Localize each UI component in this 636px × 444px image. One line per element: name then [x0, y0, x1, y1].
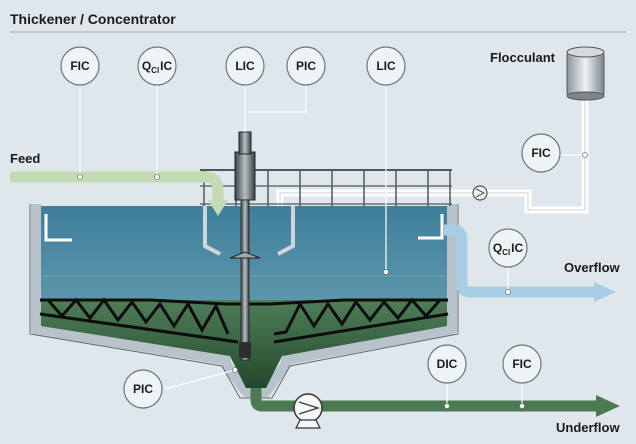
feed-arrow [208, 200, 228, 216]
qcl-feed-tail: IC [160, 59, 172, 73]
fic-underflow-label: FIC [512, 357, 532, 371]
overflow-pipe [444, 224, 596, 298]
overflow-label: Overflow [564, 260, 621, 275]
instrument-lic-rake[interactable]: LIC [225, 46, 265, 86]
feed-label: Feed [10, 151, 40, 166]
qcl-overflow-sub: Cl [502, 248, 510, 257]
qcl-overflow-label: QClIC [493, 241, 524, 257]
flocculant-pipe-edge [279, 97, 586, 212]
pic-bottom-label: PIC [133, 382, 153, 396]
instrument-leaders [79, 84, 585, 406]
diagram-title: Thickener / Concentrator [10, 11, 176, 27]
weir-left [44, 214, 72, 242]
underflow-arrow [596, 395, 620, 417]
flocculant-tank [566, 46, 605, 101]
feed-well-right [277, 206, 295, 256]
lic-rake-label: LIC [235, 59, 255, 73]
instrument-qcl-overflow[interactable]: QClIC [488, 228, 528, 268]
qcl-feed-q: Q [142, 59, 151, 73]
pic-top-label: PIC [296, 59, 316, 73]
fic-flocculant-label: FIC [531, 146, 551, 160]
qcl-feed-label: QClIC [142, 59, 173, 75]
instrument-fic-feed[interactable]: FIC [60, 46, 100, 86]
feed-well-left [203, 206, 221, 256]
instrument-pic-top[interactable]: PIC [286, 46, 326, 86]
qcl-overflow-q: Q [493, 241, 502, 255]
instrument-lic-tank[interactable]: LIC [366, 46, 406, 86]
instrument-fic-flocculant[interactable]: FIC [521, 133, 561, 173]
flocculant-pump-arrow [475, 188, 486, 198]
feed-pipe [10, 171, 224, 202]
lic-tank-label: LIC [376, 59, 396, 73]
instrument-pic-bottom[interactable]: PIC [123, 369, 163, 409]
underflow-label: Underflow [556, 420, 620, 435]
underflow-pipe [250, 388, 598, 412]
overflow-arrow [594, 282, 616, 302]
flocculant-label: Flocculant [490, 50, 556, 65]
instrument-dic-underflow[interactable]: DIC [427, 344, 467, 384]
qcl-feed-sub: Cl [151, 66, 159, 75]
leader-taps [77, 152, 588, 409]
fic-feed-label: FIC [70, 59, 90, 73]
weir-right [418, 214, 444, 240]
instrument-qcl-feed[interactable]: QClIC [137, 46, 177, 86]
instrument-fic-underflow[interactable]: FIC [502, 344, 542, 384]
qcl-overflow-tail: IC [511, 241, 523, 255]
dic-underflow-label: DIC [437, 357, 458, 371]
underflow-pump-icon [293, 393, 323, 429]
